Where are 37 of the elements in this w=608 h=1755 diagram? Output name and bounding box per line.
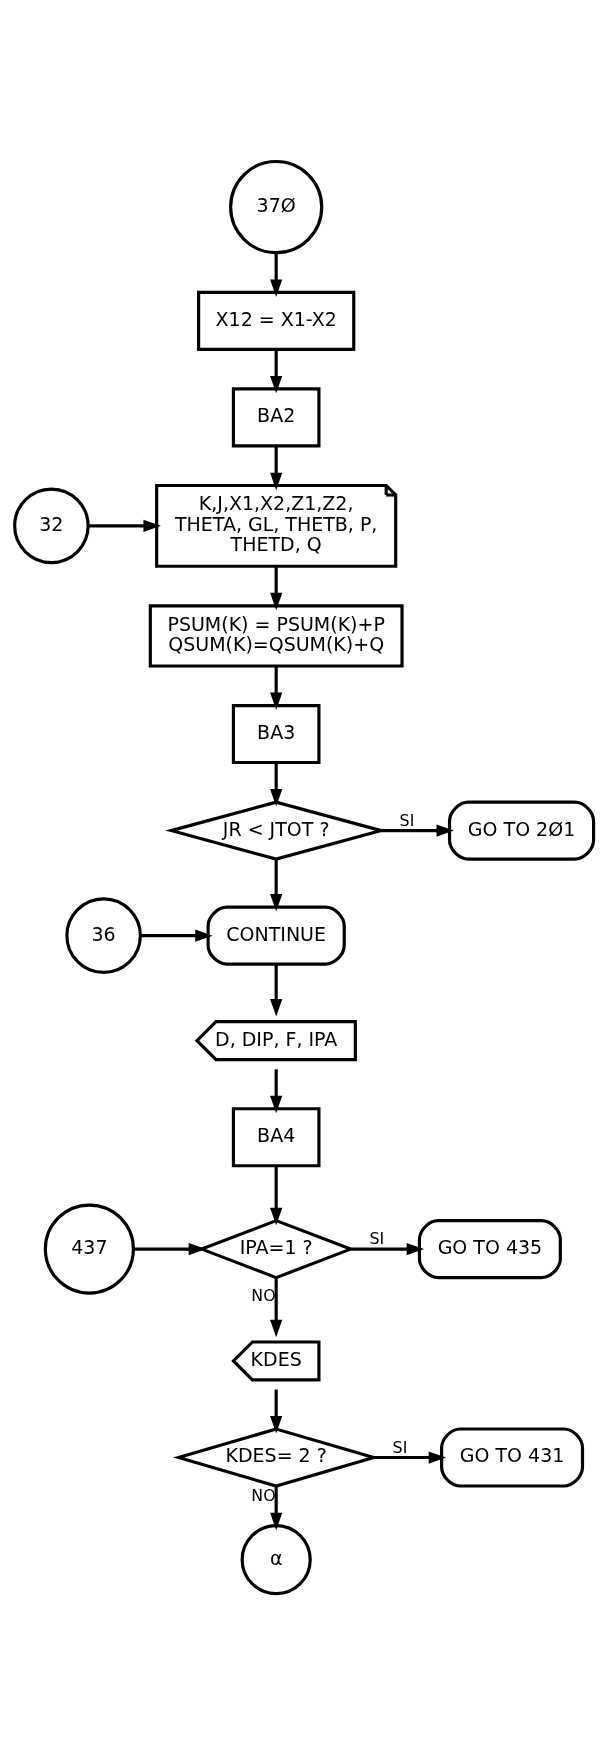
- arrow: [350, 1243, 425, 1256]
- edge-label: NO: [251, 1486, 276, 1506]
- arrow: [270, 566, 283, 611]
- node-box: GO TO 435: [417, 1219, 562, 1280]
- node-box: X12 = X1-X2: [197, 290, 356, 351]
- arrow: [270, 253, 283, 297]
- node-box: GO TO 2Ø1: [447, 800, 596, 861]
- arrow: [270, 1278, 283, 1338]
- node-circle: 32: [13, 487, 90, 565]
- node-circle: 36: [65, 897, 142, 974]
- arrow: [270, 1389, 283, 1434]
- arrow: [140, 929, 213, 942]
- node-circle: 437: [43, 1203, 135, 1295]
- arrow: [270, 1486, 283, 1531]
- arrow: [270, 859, 283, 912]
- arrow: [373, 1451, 447, 1464]
- arrow: [270, 665, 283, 711]
- node-box: BA4: [231, 1107, 321, 1168]
- arrow: [270, 762, 283, 807]
- arrow: [88, 519, 161, 532]
- node-box: BA2: [231, 387, 321, 448]
- node-box: BA3: [231, 703, 321, 765]
- edge-label: NO: [251, 1285, 276, 1305]
- arrow: [270, 446, 283, 491]
- node-box: GO TO 431: [440, 1427, 585, 1488]
- arrow: [381, 824, 454, 837]
- node-box: PSUM(K) = PSUM(K)+P QSUM(K)=QSUM(K)+Q: [148, 604, 404, 668]
- node-circle: α: [240, 1524, 312, 1596]
- node-box: CONTINUE: [206, 905, 346, 966]
- edge-label: SI: [399, 810, 415, 830]
- arrow: [270, 964, 283, 1017]
- arrow: [270, 349, 283, 394]
- edge-label: SI: [369, 1229, 385, 1249]
- node-circle: 37Ø: [229, 159, 324, 255]
- edge-label: SI: [392, 1437, 408, 1457]
- arrow: [270, 1069, 283, 1114]
- arrow: [270, 1166, 283, 1226]
